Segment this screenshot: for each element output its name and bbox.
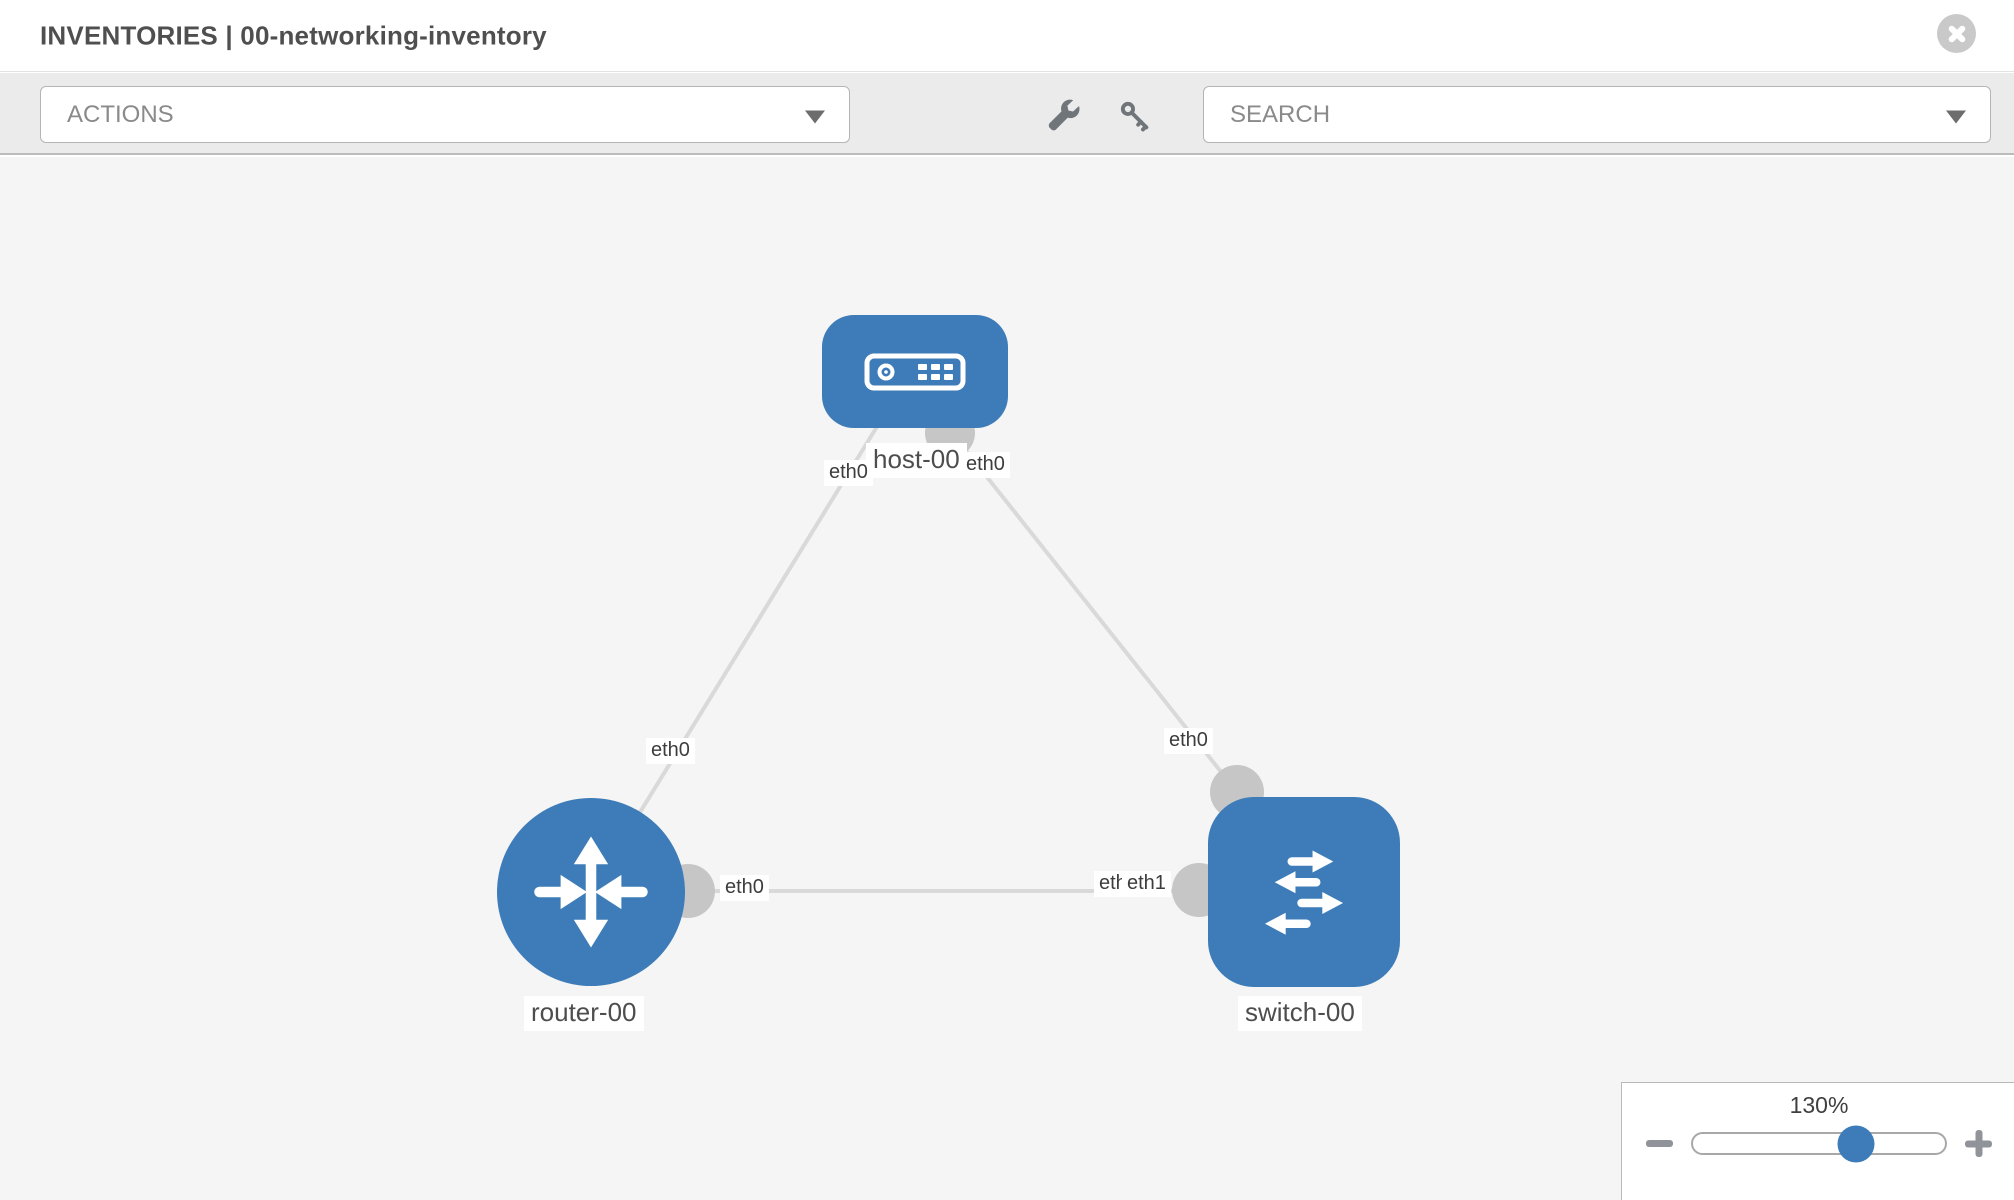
router-icon (534, 836, 648, 948)
chevron-down-icon (1946, 109, 1966, 123)
interface-label-switch-to-host: eth0 (1164, 728, 1213, 754)
actions-dropdown[interactable]: ACTIONS (40, 86, 850, 143)
chevron-down-icon (805, 109, 825, 123)
wrench-icon (1048, 99, 1080, 131)
host-icon (864, 353, 966, 390)
zoom-control-panel: 130% (1621, 1082, 2014, 1200)
interface-label-switch-to-router: eth1 (1122, 871, 1171, 897)
credentials-button[interactable] (1112, 93, 1158, 139)
interface-label-router-to-switch: eth0 (720, 875, 769, 901)
zoom-level-value: 130% (1789, 1092, 1849, 1118)
page-title: INVENTORIES | 00-networking-inventory (40, 20, 547, 50)
configure-button[interactable] (1040, 93, 1086, 139)
zoom-in-plus-icon[interactable] (1965, 1130, 1992, 1157)
toolbar: ACTIONS SEARCH (0, 73, 2014, 155)
header-bar: INVENTORIES | 00-networking-inventory (0, 0, 2014, 72)
node-router-00[interactable] (497, 798, 685, 986)
zoom-slider-row (1622, 1125, 2014, 1162)
topology-canvas[interactable]: host-00 router-00 switch-00 eth0 eth0 et… (0, 157, 2014, 1200)
actions-dropdown-label: ACTIONS (67, 100, 174, 128)
node-host-00[interactable] (822, 315, 1008, 428)
zoom-slider-track[interactable] (1691, 1125, 1947, 1162)
interface-label-host-to-switch: eth0 (961, 452, 1010, 478)
interface-label-host-to-router: eth0 (824, 460, 873, 486)
node-label-router: router-00 (524, 996, 644, 1031)
interface-label-router-to-host: eth0 (646, 738, 695, 764)
search-dropdown[interactable]: SEARCH (1203, 86, 1991, 143)
zoom-out-minus-icon[interactable] (1646, 1140, 1673, 1147)
node-switch-00[interactable] (1208, 797, 1400, 987)
topology-links-layer (589, 408, 1304, 918)
node-label-host: host-00 (866, 443, 967, 478)
search-dropdown-label: SEARCH (1230, 100, 1331, 128)
close-icon[interactable] (1937, 14, 1976, 53)
zoom-slider-thumb[interactable] (1837, 1125, 1875, 1162)
node-label-switch: switch-00 (1238, 996, 1362, 1031)
key-icon (1120, 101, 1149, 132)
switch-icon (1264, 850, 1344, 935)
